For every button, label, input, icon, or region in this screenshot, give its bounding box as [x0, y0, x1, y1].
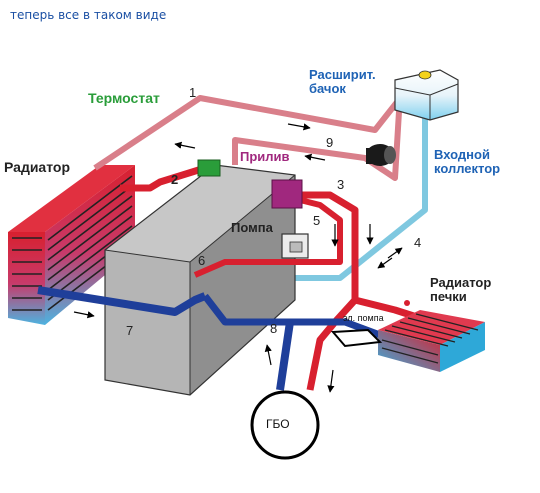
heater-radiator	[378, 310, 485, 372]
pipe-number-4: 4	[414, 235, 422, 250]
pipe-6	[193, 259, 300, 278]
pipe-9	[232, 94, 403, 181]
thermostat-label: Термостат	[88, 90, 160, 106]
inlet-manifold-label-line2: коллектор	[434, 160, 501, 176]
pipe-1	[93, 90, 408, 171]
engine-block	[104, 164, 296, 396]
pipe-number-1: 1	[189, 85, 197, 100]
pipe-3	[300, 191, 422, 322]
electric-pump	[330, 328, 383, 348]
expansion-tank-label-line1: Расширит.	[309, 67, 376, 82]
expansion-tank-label-line2: бачок	[309, 80, 346, 96]
radiator-label: Радиатор	[4, 159, 70, 175]
gbo-unit	[250, 390, 320, 460]
pipe-7	[37, 286, 207, 316]
caption-text: теперь все в таком виде	[10, 8, 167, 22]
inflow-label: Прилив	[240, 149, 290, 164]
heater-radiator-label-line2: печки	[430, 288, 467, 304]
pipe-to-el-pump	[306, 297, 358, 391]
inlet-manifold	[366, 144, 396, 166]
inlet-manifold-label: Входной коллектор	[434, 148, 500, 175]
radiator	[8, 165, 135, 325]
heater-radiator-label: Радиатор печки	[430, 276, 491, 303]
expansion-tank	[394, 69, 459, 121]
inflow-block	[271, 179, 303, 209]
pipe-number-9: 9	[326, 135, 334, 150]
pipe-number-2: 2	[171, 172, 179, 187]
pipe-number-6: 6	[198, 253, 206, 268]
heater-inlet-dot	[404, 300, 410, 306]
flow-arrows	[73, 123, 403, 393]
thermostat	[197, 159, 221, 177]
expansion-tank-label: Расширит. бачок	[309, 68, 376, 95]
water-pump	[281, 233, 309, 259]
heater-radiator-label-line1: Радиатор	[430, 275, 492, 290]
pump-label: Помпа	[231, 220, 273, 235]
pipe-2	[120, 164, 207, 192]
pipe-5	[299, 197, 343, 265]
pipe-number-8: 8	[270, 321, 278, 336]
pipe-number-3: 3	[337, 177, 345, 192]
pipe-number-5: 5	[313, 213, 321, 228]
inlet-manifold-label-line1: Входной	[434, 147, 490, 162]
pipe-to-gbo-cold	[276, 321, 294, 391]
electric-pump-label: эл. помпа	[343, 313, 384, 323]
gbo-label: ГБО	[266, 417, 290, 431]
pipe-number-7: 7	[126, 323, 134, 338]
